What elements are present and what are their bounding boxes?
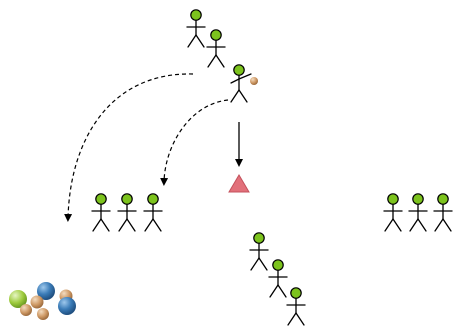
stick-figure-icon xyxy=(286,287,306,326)
dashed-arrow-middle xyxy=(160,99,229,186)
stick-figure-icon xyxy=(383,193,403,232)
stick-figure-icon xyxy=(206,29,226,68)
ball-icon xyxy=(58,297,76,315)
ball-icon xyxy=(250,77,258,85)
stick-figure-icon xyxy=(186,9,206,48)
dashed-arrow-left xyxy=(64,73,194,222)
ball-cluster xyxy=(9,282,76,320)
stick-figure-icon xyxy=(408,193,428,232)
triangle-icon xyxy=(228,174,250,193)
ball-icon xyxy=(20,304,32,316)
stick-figure-icon xyxy=(230,64,252,103)
stick-figure-icon xyxy=(117,193,137,232)
stick-figure-icon xyxy=(268,259,288,298)
stick-figure-icon xyxy=(143,193,163,232)
stick-figure-icon xyxy=(91,193,111,232)
stick-figure-icon xyxy=(433,193,453,232)
ball-icon xyxy=(9,290,27,308)
ball-icon xyxy=(37,308,49,320)
ball-icon xyxy=(30,295,44,309)
stick-figure-icon xyxy=(249,232,269,271)
people-layer xyxy=(91,9,453,326)
ball-icon xyxy=(37,282,55,300)
